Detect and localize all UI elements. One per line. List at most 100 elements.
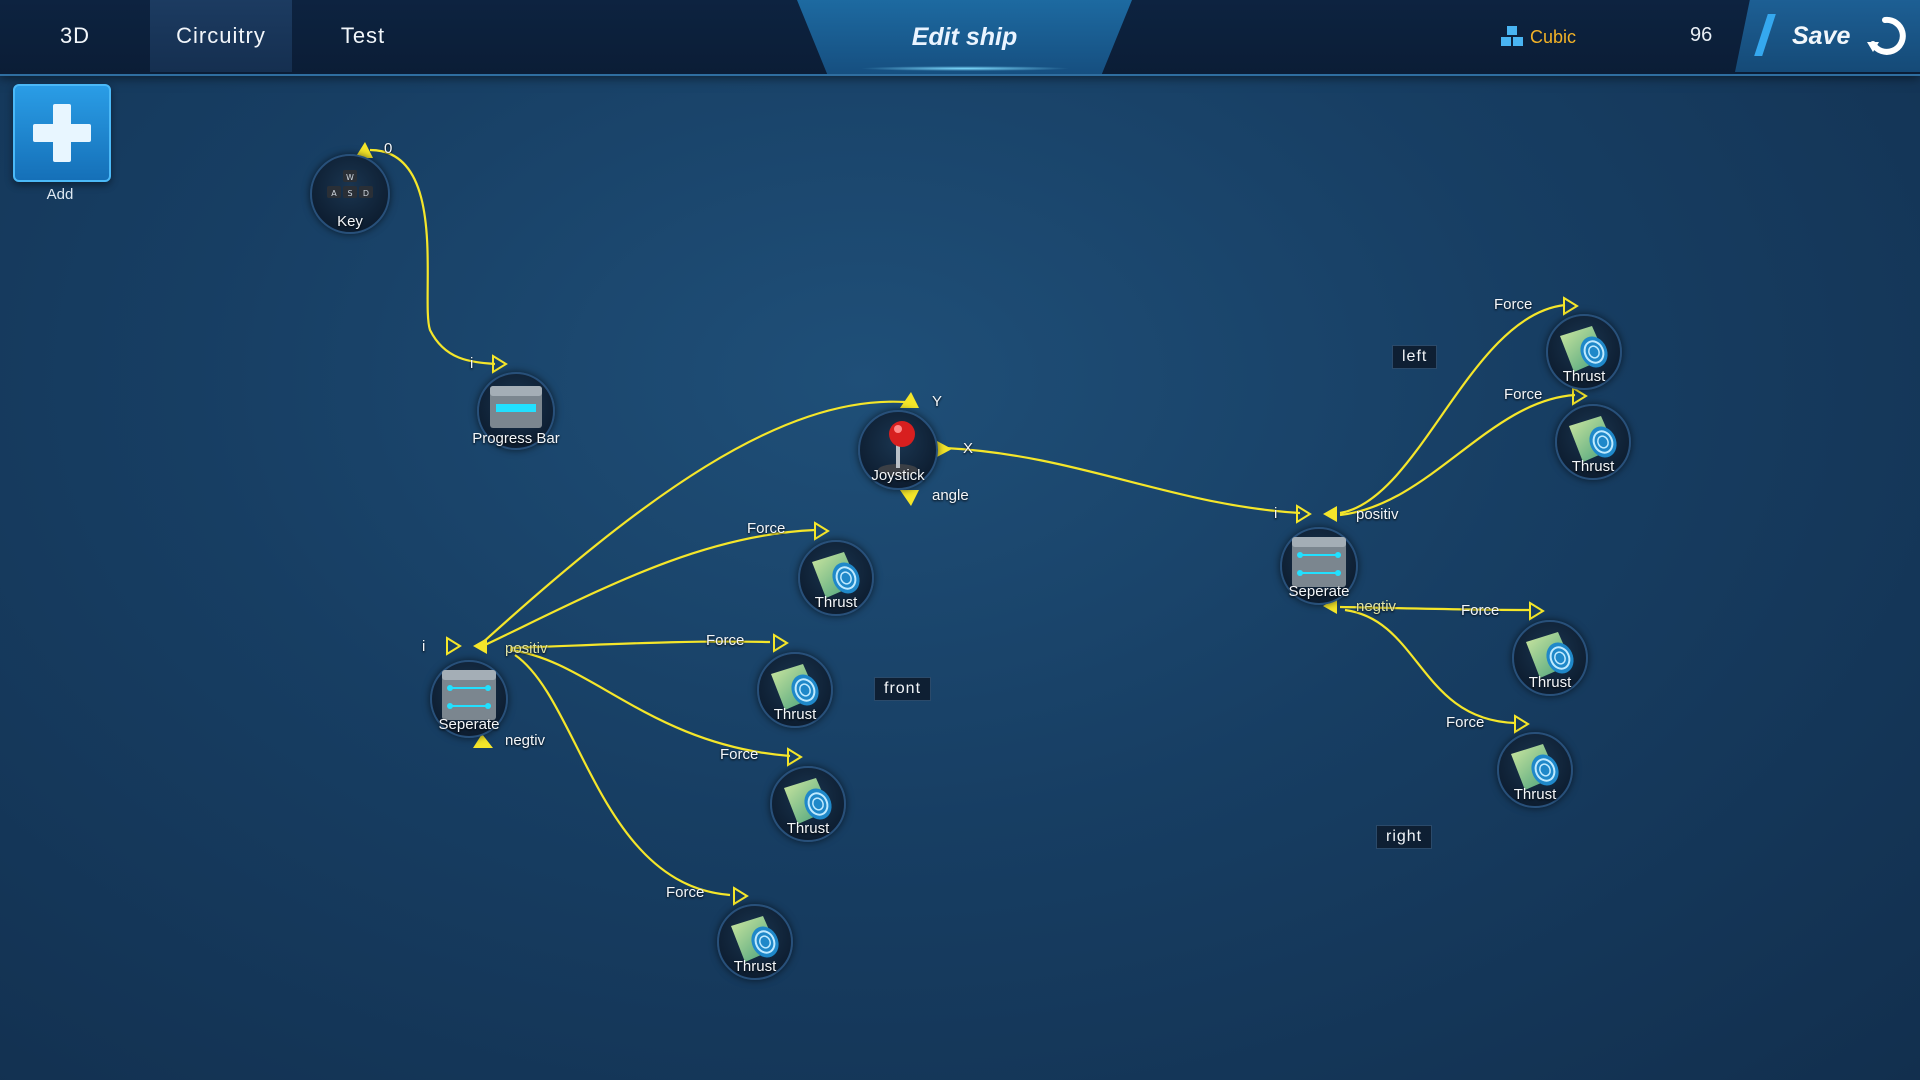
port-right-sep-in [1296,504,1312,524]
wire-left-sep-to-thrust-3 [509,648,791,758]
thrust-front-4-node[interactable]: Thrust [717,904,793,980]
port-thrust-2-force [773,633,789,653]
key-w: W [346,173,354,182]
joystick-node[interactable]: Joystick [858,410,938,490]
port-progress-in [492,354,508,374]
save-label: Save [1792,22,1851,50]
top-bar: 3D Circuitry Test Edit ship Cubic 96 Sav… [0,0,1920,76]
progress-bar-node[interactable]: Progress Bar [472,372,560,450]
key-d: D [363,189,369,198]
progress-bar-icon [490,386,542,428]
wire-right-sep-to-thrust-3 [1339,605,1531,612]
tab-circuitry[interactable]: Circuitry [150,0,292,72]
thruster-label: Thrust [1562,368,1606,385]
wire-right-sep-to-thrust-4 [1344,608,1516,725]
port-thrust-1-force [814,521,830,541]
thruster-label: Thrust [1528,674,1572,691]
thruster-label: Thrust [733,958,777,975]
joystick-port-y: Y [932,393,943,410]
port-thrust-3-force [787,747,803,767]
thrust-front-3-force-label: Force [720,746,759,763]
thrust-front-2-node[interactable]: Thrust [757,652,833,728]
separate-icon [442,670,496,720]
thruster-icon [1526,632,1574,678]
title-glow [860,66,1070,71]
joystick-port-angle: angle [932,487,969,504]
port-thrust-4-force [733,886,749,906]
tab-3d[interactable]: 3D [59,23,91,48]
thrust-right-2-force-label: Force [1446,714,1485,731]
thrust-front-3-node[interactable]: Thrust [770,766,846,842]
thruster-icon [1569,416,1617,462]
thrust-front-4-force-label: Force [666,884,705,901]
separate-right-node[interactable]: Seperate [1280,527,1358,605]
thrust-left-1-force-label: Force [1494,296,1533,313]
thruster-label: Thrust [1513,786,1557,803]
port-left-sep-neg [473,734,493,748]
port-thrust-r1-force [1563,296,1579,316]
wire-left-sep-to-thrust-2 [509,640,771,650]
wire-joystick-x-to-separate [944,446,1301,515]
tag-front[interactable]: front [874,677,932,701]
save-arrow-icon [1867,16,1906,55]
thrust-left-1-node[interactable]: Thrust [1546,314,1622,390]
thrust-front-1-node[interactable]: Thrust [798,540,874,616]
add-label: Add [46,186,74,203]
thruster-icon [812,552,860,598]
joystick-icon [878,421,918,476]
key-a: A [331,189,337,198]
thrust-right-2-node[interactable]: Thrust [1497,732,1573,808]
save-button[interactable]: Save [1735,0,1920,72]
tag-left[interactable]: left [1392,345,1438,369]
thrust-front-1-force-label: Force [747,520,786,537]
key-port-label: 0 [384,140,393,157]
thrust-right-1-force-label: Force [1461,602,1500,619]
currency-count: 96 [1690,24,1713,46]
port-thrust-r3-force [1529,601,1545,621]
joystick-port-x: X [963,440,974,457]
key-node-label: Key [337,213,363,230]
port-left-sep-pos [473,638,487,654]
tab-test[interactable]: Test [340,23,386,48]
thrust-left-2-force-label: Force [1504,386,1543,403]
separate-right-port-in: i [1274,505,1278,522]
joystick-label: Joystick [871,467,925,484]
port-left-sep-in [446,636,462,656]
wire-right-sep-to-thrust-1 [1339,303,1566,515]
progress-bar-label: Progress Bar [472,430,560,447]
wire-right-sep-to-thrust-2 [1339,393,1576,517]
thruster-icon [1560,326,1608,372]
thruster-icon [771,664,819,710]
port-joystick-angle [900,490,919,506]
port-right-sep-pos [1323,506,1337,522]
wire-joystick-y-to-separate [479,400,906,646]
port-joystick-y [900,392,919,408]
wire-left-sep-to-thrust-1 [484,528,816,646]
thruster-label: Thrust [773,706,817,723]
separate-left-port-positive: positiv [505,640,548,657]
separate-right-port-positive: positiv [1356,506,1399,523]
separate-left-port-in: i [422,638,426,655]
currency-label: Cubic [1530,26,1577,47]
port-thrust-r4-force [1514,714,1530,734]
keyboard-keys-icon: W A S D [327,170,373,198]
thruster-label: Thrust [1571,458,1615,475]
cubes-icon [1500,26,1524,48]
page-title: Edit ship [797,0,1132,74]
thrust-left-2-node[interactable]: Thrust [1555,404,1631,480]
separate-left-node[interactable]: Seperate [430,660,508,738]
thruster-icon [1511,744,1559,790]
key-s: S [347,189,352,198]
separate-right-label: Seperate [1288,583,1350,600]
wire-key-to-progress [369,148,496,366]
thrust-front-2-force-label: Force [706,632,745,649]
separate-right-port-negative: negtiv [1356,598,1397,615]
tag-right[interactable]: right [1376,825,1433,849]
add-button[interactable] [13,84,111,182]
key-node[interactable]: W A S D Key [310,154,390,234]
port-thrust-r2-force [1572,386,1588,406]
thruster-icon [731,916,779,962]
thrust-right-1-node[interactable]: Thrust [1512,620,1588,696]
port-key-out [355,142,373,158]
